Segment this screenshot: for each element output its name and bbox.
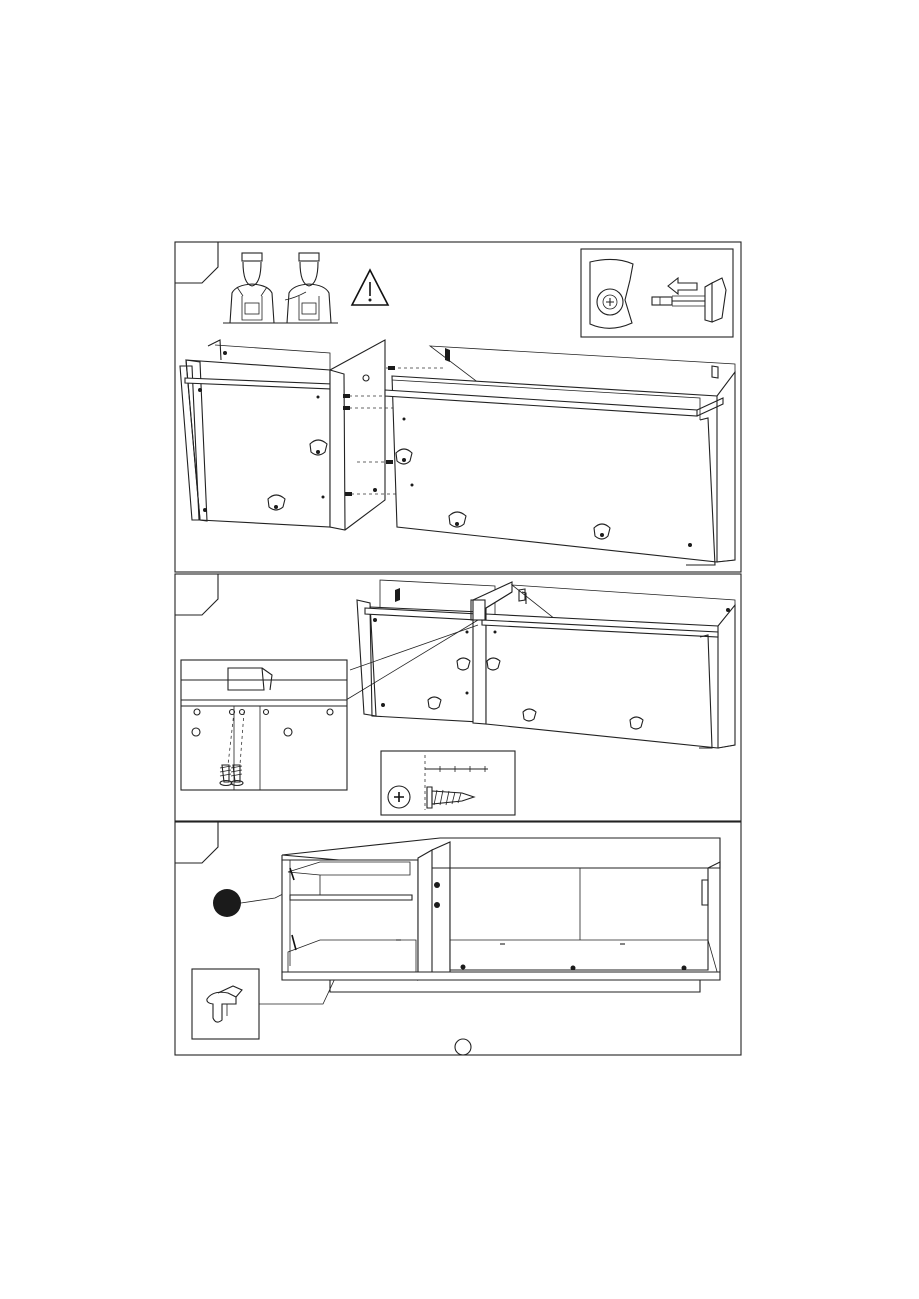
screw-joint-detail-icon bbox=[181, 660, 347, 790]
joined-cabinets-drawing bbox=[346, 580, 735, 748]
left-cabinet-drawing bbox=[180, 340, 385, 530]
assembled-cabinet-drawing bbox=[282, 838, 720, 992]
right-cabinet-drawing bbox=[385, 346, 735, 565]
screw-size-scale-icon bbox=[381, 751, 515, 815]
warning-triangle-icon bbox=[352, 270, 388, 305]
step-3-panel bbox=[175, 822, 741, 1055]
step-1-panel bbox=[175, 242, 741, 572]
shelf-support-pin-icon bbox=[192, 969, 259, 1039]
two-person-assembly-icon bbox=[223, 253, 338, 323]
step-2-panel bbox=[175, 574, 741, 821]
part-marker-dot-icon bbox=[213, 889, 241, 917]
page-number-marker bbox=[455, 1039, 471, 1055]
cam-lock-turn-detail-icon bbox=[581, 249, 733, 337]
